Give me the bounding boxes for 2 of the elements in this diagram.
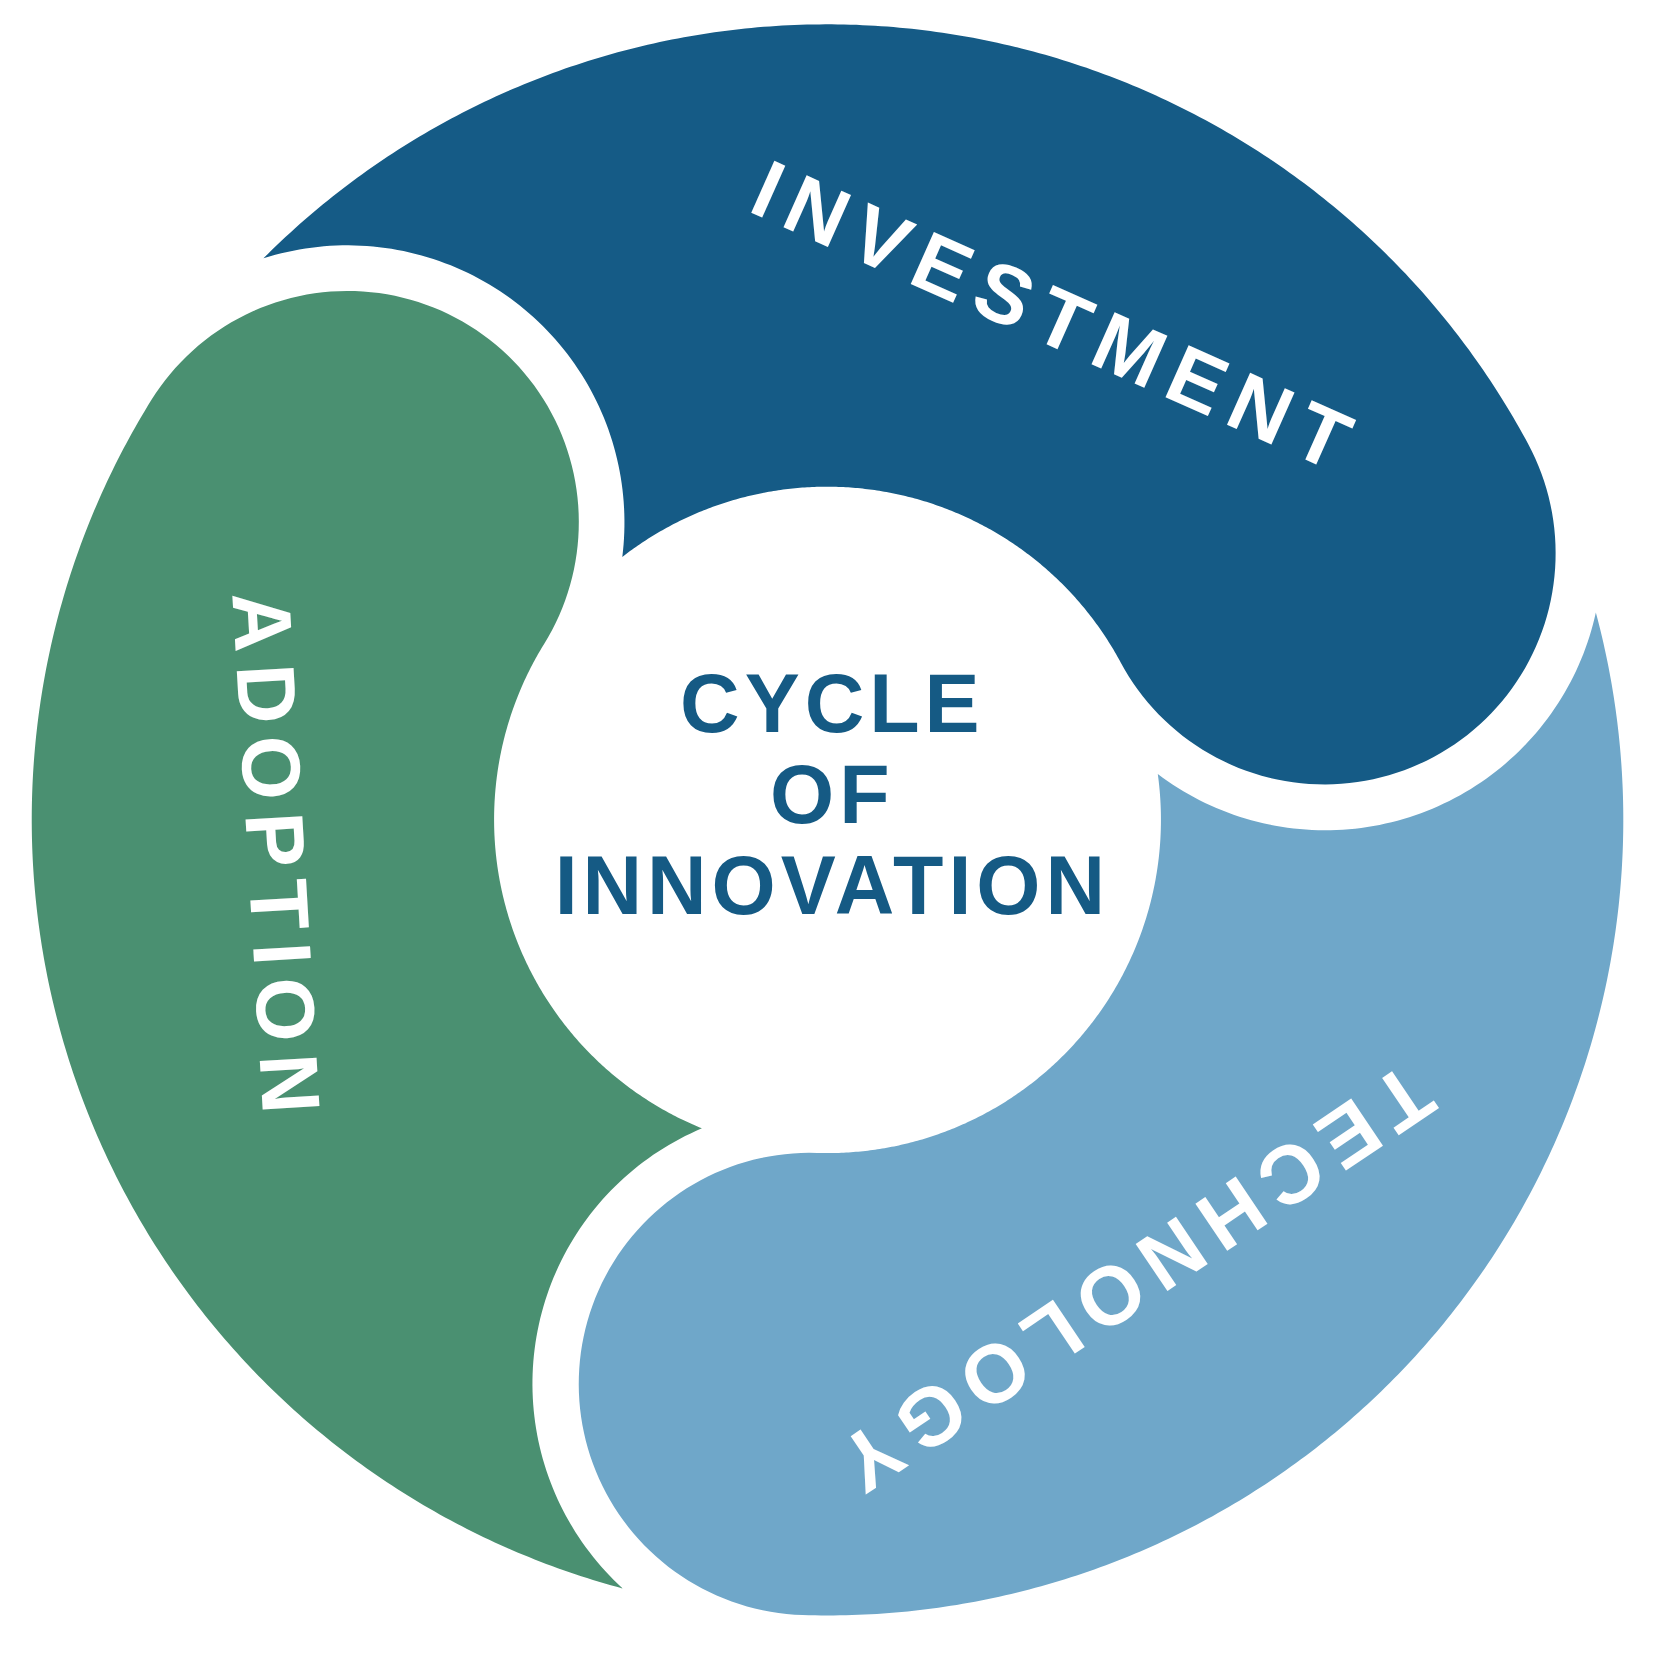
diagram-title: CYCLE OF INNOVATION (553, 658, 1111, 932)
segment-label: ADOPTION (218, 588, 334, 1129)
